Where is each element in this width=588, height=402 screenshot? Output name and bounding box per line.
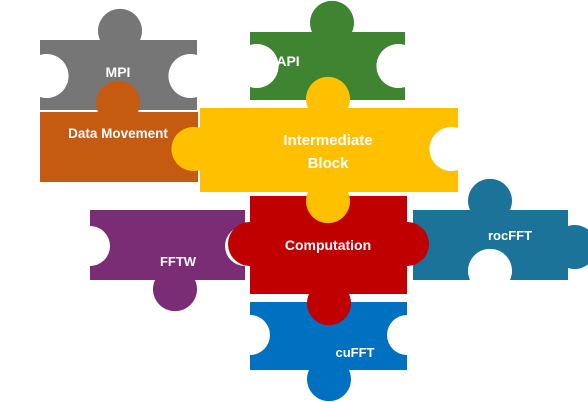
intermediate-block-shape <box>171 76 458 224</box>
computation-shape <box>228 196 429 326</box>
computation-piece: Computation <box>228 196 429 326</box>
intermediate-block-piece: Intermediate Block <box>171 76 458 224</box>
mpi-piece: MPI <box>40 8 197 110</box>
rocfft-piece: rocFFT <box>413 178 588 280</box>
cufft-piece: cuFFT <box>250 302 407 402</box>
mpi-label: MPI <box>106 64 131 80</box>
cufft-shape <box>250 302 407 402</box>
rocfft-shape <box>413 178 588 280</box>
fftw-shape <box>90 210 245 312</box>
fftw-label: FFTW <box>160 254 197 269</box>
cufft-label: cuFFT <box>336 345 375 360</box>
rocfft-label: rocFFT <box>488 228 532 243</box>
api-piece: API <box>250 0 405 101</box>
fftw-piece: FFTW <box>90 210 245 312</box>
intermediate-block-label-line2: Block <box>308 155 350 172</box>
api-label: API <box>276 53 299 69</box>
api-shape <box>250 0 405 101</box>
data-movement-label: Data Movement <box>68 126 168 141</box>
computation-label: Computation <box>285 237 371 253</box>
intermediate-block-label-line1: Intermediate <box>283 132 372 149</box>
mpi-shape <box>40 8 197 110</box>
